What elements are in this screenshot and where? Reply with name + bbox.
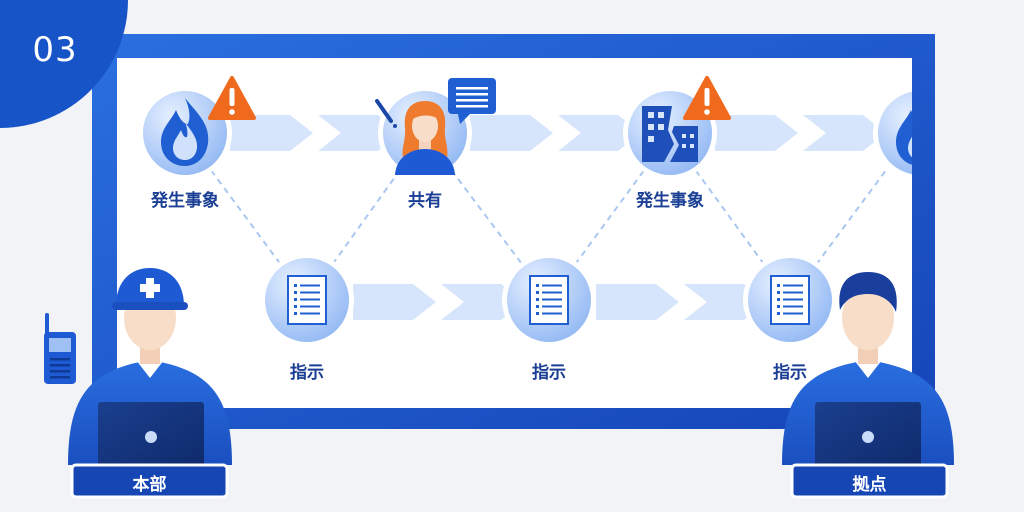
walkie-talkie-icon — [44, 313, 76, 384]
cursor-icon — [375, 99, 397, 128]
node-label-event-2: 発生事象 — [636, 191, 704, 211]
document-icon — [529, 275, 569, 325]
branch-label: 拠点 — [852, 475, 887, 495]
step-number: 03 — [32, 30, 78, 70]
operator-avatar-icon — [395, 101, 455, 175]
chat-bubble-icon — [448, 78, 496, 124]
laptop-icon — [98, 402, 204, 468]
laptop-icon — [815, 402, 921, 468]
step-badge — [0, 0, 128, 128]
fire-node — [138, 86, 232, 180]
node-label-event-1: 発生事象 — [151, 191, 219, 211]
fire-icon — [896, 110, 912, 165]
instruction-node — [260, 253, 354, 347]
hq-label: 本部 — [132, 475, 167, 495]
node-label-instruction-1: 指示 — [290, 363, 324, 383]
branch-label-pill — [790, 463, 949, 499]
warning-icon — [208, 76, 256, 120]
warning-icon — [683, 76, 731, 120]
fire-icon — [161, 98, 209, 166]
branch-operator-figure — [782, 272, 954, 468]
hq-label-pill — [70, 463, 229, 499]
node-label-instruction-2: 指示 — [532, 363, 566, 383]
hq-operator-figure — [68, 268, 232, 468]
document-icon — [770, 275, 810, 325]
instruction-node — [743, 253, 837, 347]
safety-helmet-icon — [112, 268, 188, 310]
node-label-share: 共有 — [408, 191, 442, 211]
bottom-arrow-row — [353, 284, 767, 320]
node-label-instruction-3: 指示 — [773, 363, 807, 383]
instruction-node — [502, 253, 596, 347]
document-icon — [287, 275, 327, 325]
damaged-building-icon — [642, 106, 698, 162]
fire-node-partial — [873, 86, 912, 180]
